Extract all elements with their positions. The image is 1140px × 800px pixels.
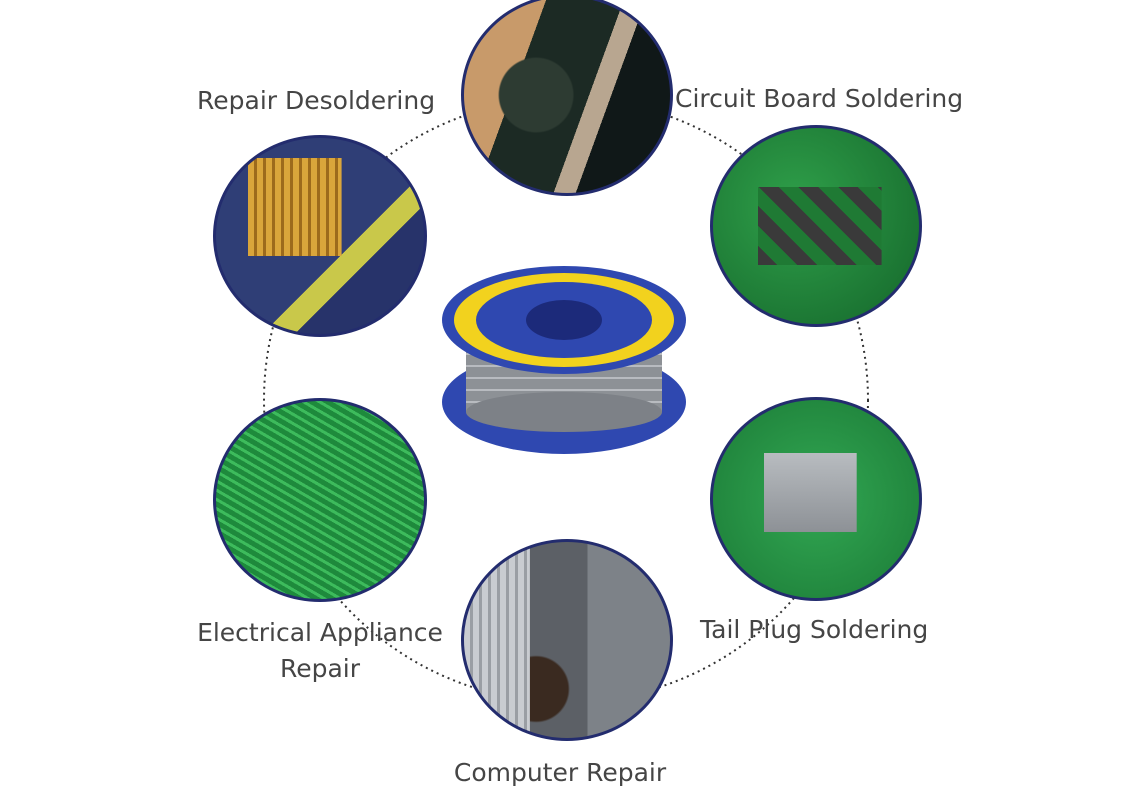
circuit-board-photo xyxy=(710,125,922,327)
computer-case-photo xyxy=(461,539,673,741)
usb-tail-plug-photo xyxy=(710,397,922,601)
appliance-pcb-photo xyxy=(213,398,427,602)
solder-wire-spool xyxy=(442,266,686,454)
label-computer-repair: Computer Repair xyxy=(453,758,667,787)
motherboard-heatsink-photo xyxy=(213,135,427,337)
phone-repair-photo xyxy=(461,0,673,196)
label-circuit-board-soldering: Circuit Board Soldering xyxy=(675,84,964,113)
label-tail-plug-soldering: Tail Plug Soldering xyxy=(700,615,929,644)
label-electrical-appliance-repair-line1: Electrical Appliance xyxy=(197,618,443,647)
label-repair-desoldering: Repair Desoldering xyxy=(197,86,436,115)
label-electrical-appliance-repair-line2: Repair xyxy=(279,654,361,683)
